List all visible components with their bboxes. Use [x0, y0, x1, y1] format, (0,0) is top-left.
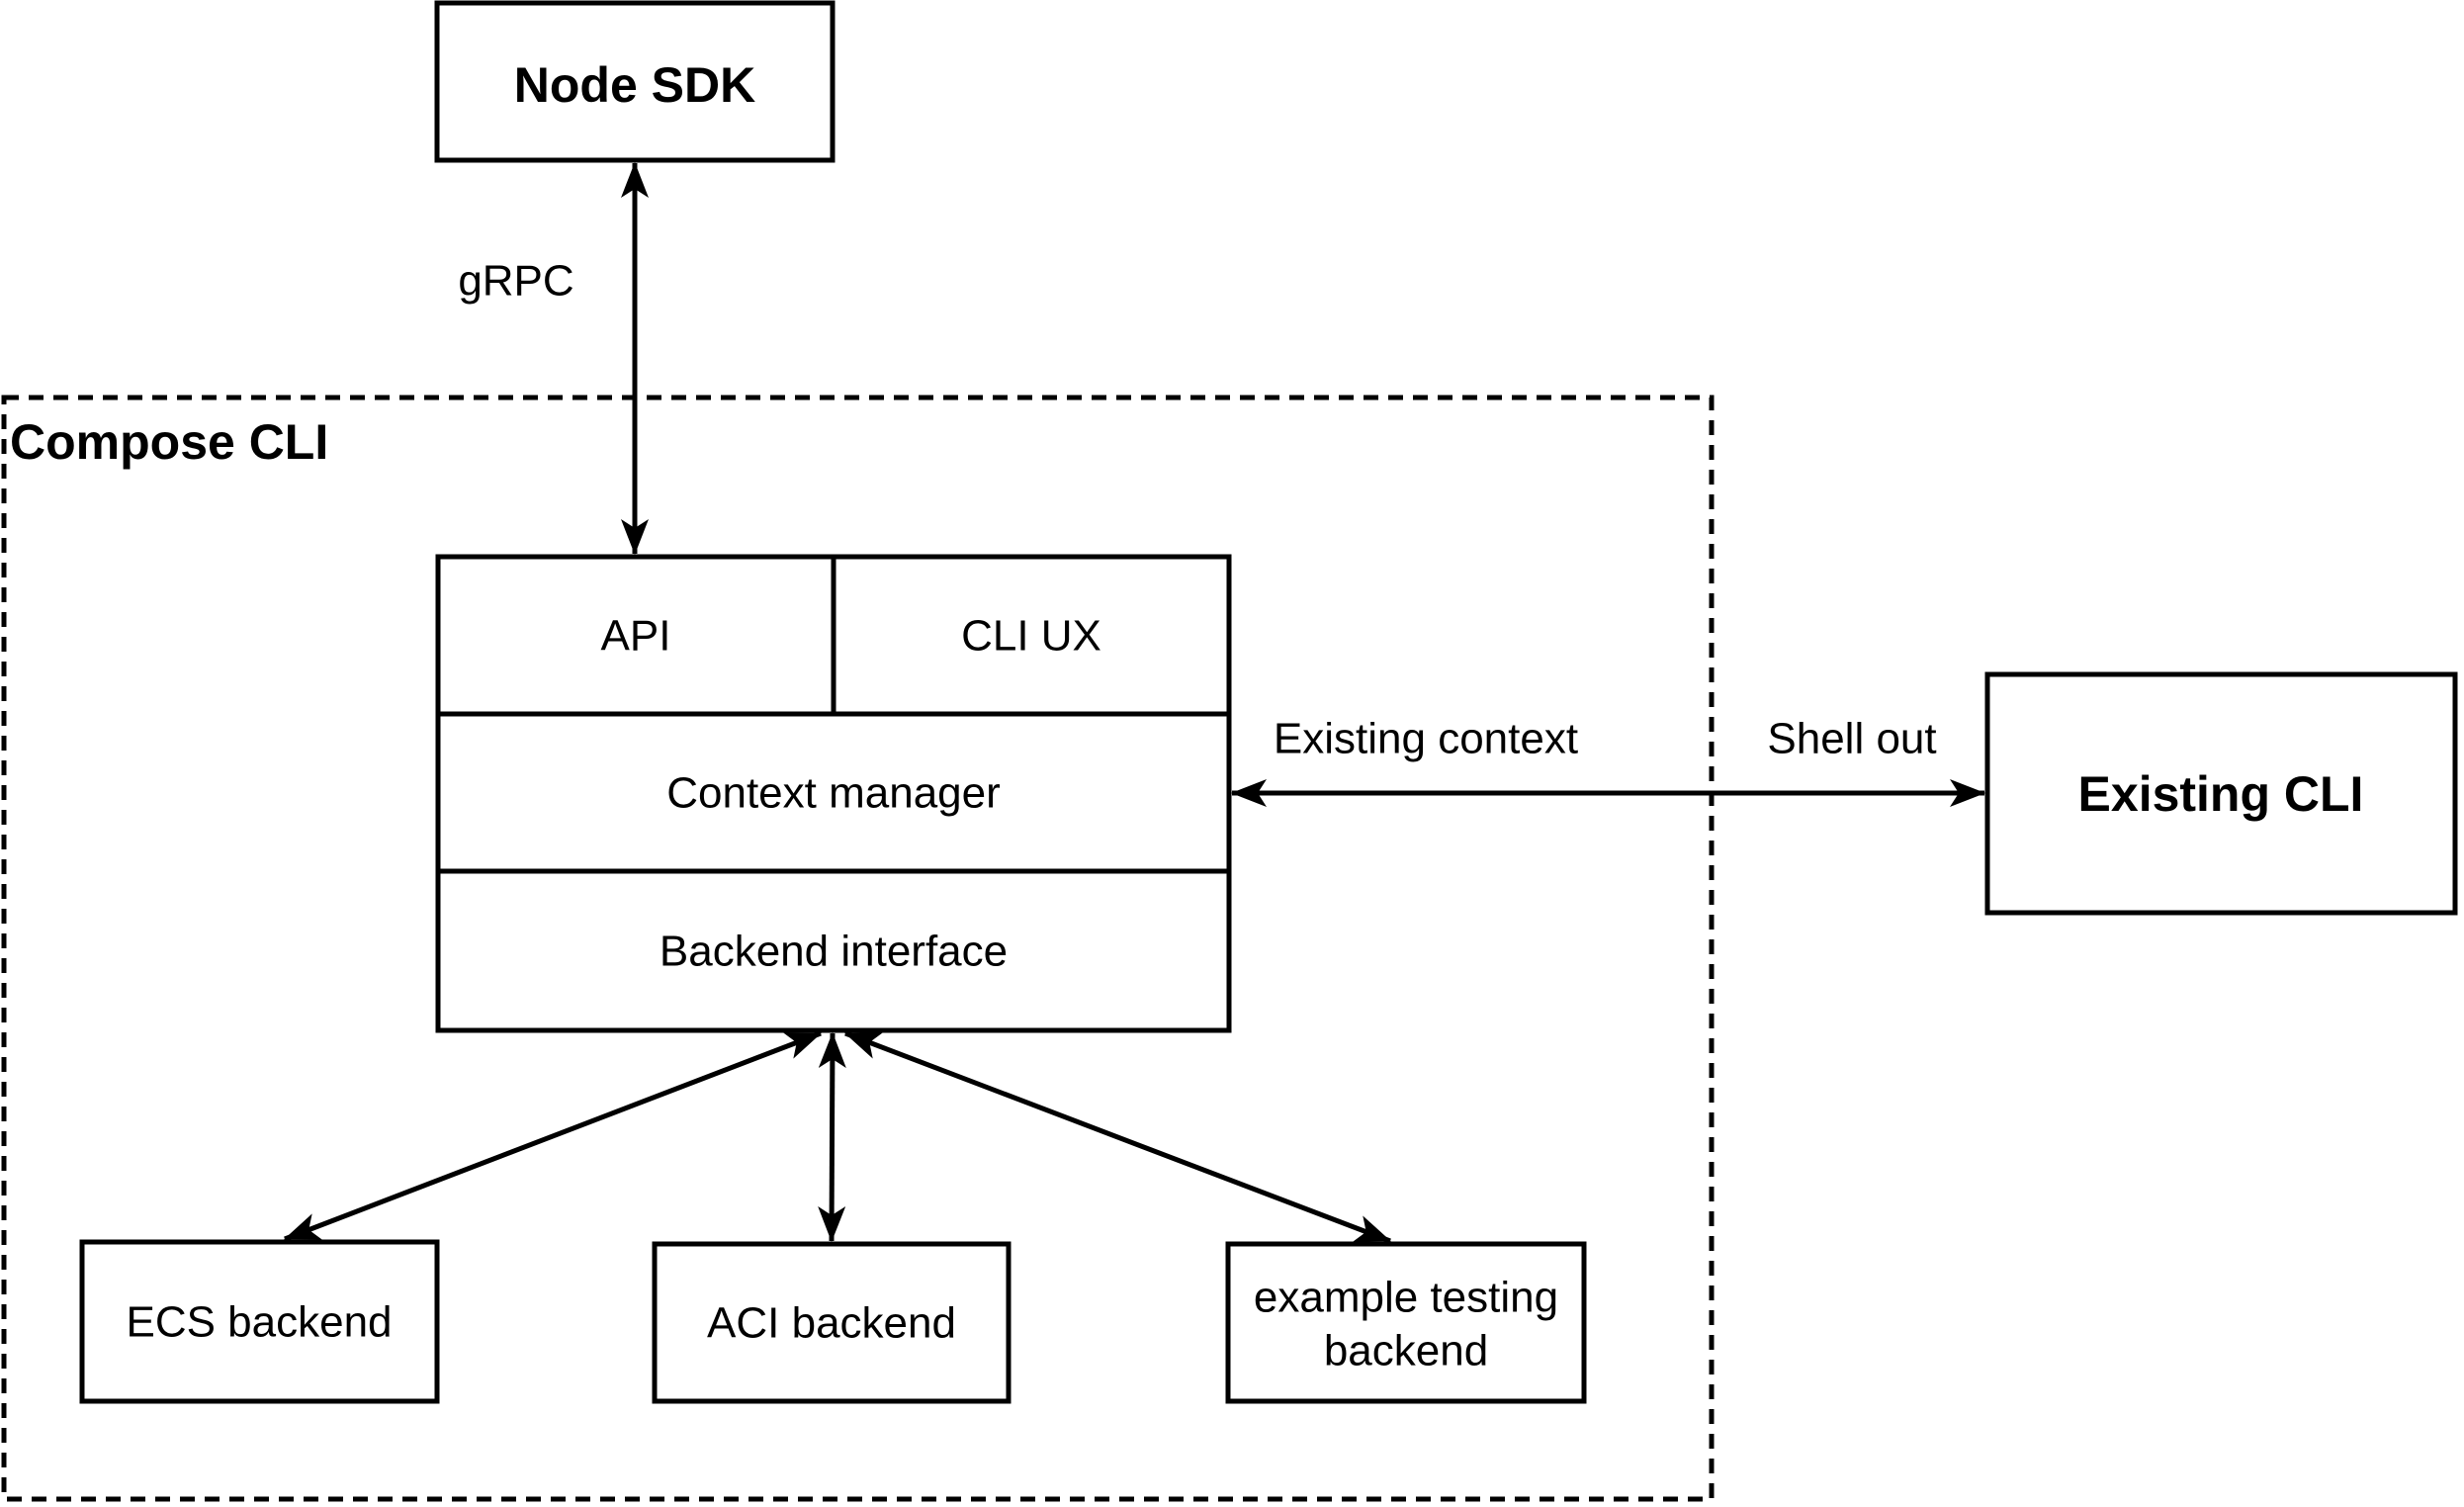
compose-cli-container: [1, 395, 1715, 1502]
ecs-backend-box: ECS backend: [79, 1239, 440, 1404]
edge-backends: [284, 1030, 1391, 1244]
edge-grpc: gRPC: [458, 162, 649, 555]
example-testing-backend-label-line1: example testing: [1254, 1274, 1558, 1322]
node-sdk-box: Node SDK: [434, 0, 836, 163]
compose-cli-container-label: Compose CLI: [10, 414, 328, 470]
example-testing-backend-rect: [1225, 1241, 1587, 1404]
existing-cli-box: Existing CLI: [1984, 671, 2458, 916]
existing-cli-rect: [1984, 671, 2458, 916]
example-testing-backend-box: example testing backend: [1225, 1241, 1587, 1404]
existing-cli-label: Existing CLI: [2078, 766, 2364, 822]
aci-backend-box: ACI backend: [652, 1241, 1012, 1404]
backend-interface-label: Backend interface: [660, 928, 1008, 976]
shell-out-edge-label: Shell out: [1767, 715, 1936, 763]
example-backend-arrow: [844, 1030, 1391, 1244]
aci-backend-arrow: [818, 1032, 846, 1242]
api-label: API: [601, 612, 671, 661]
ecs-backend-arrow: [284, 1030, 822, 1242]
existing-context-edge-label: Existing context: [1274, 715, 1578, 763]
node-sdk-label: Node SDK: [514, 57, 755, 113]
edge-existing-cli: Existing context Shell out: [1231, 715, 1985, 807]
compose-cli-stack: API CLI UX Context manager Backend inter…: [435, 554, 1232, 1033]
ecs-backend-rect: [79, 1239, 440, 1404]
context-manager-label: Context manager: [666, 769, 1001, 818]
ecs-backend-label: ECS backend: [126, 1298, 392, 1347]
cli-ux-label: CLI UX: [961, 612, 1101, 661]
example-testing-backend-label-line2: backend: [1324, 1327, 1488, 1375]
aci-backend-label: ACI backend: [707, 1299, 956, 1348]
grpc-edge-label: gRPC: [458, 257, 573, 306]
node-sdk-rect: [434, 0, 836, 163]
aci-backend-rect: [652, 1241, 1012, 1404]
